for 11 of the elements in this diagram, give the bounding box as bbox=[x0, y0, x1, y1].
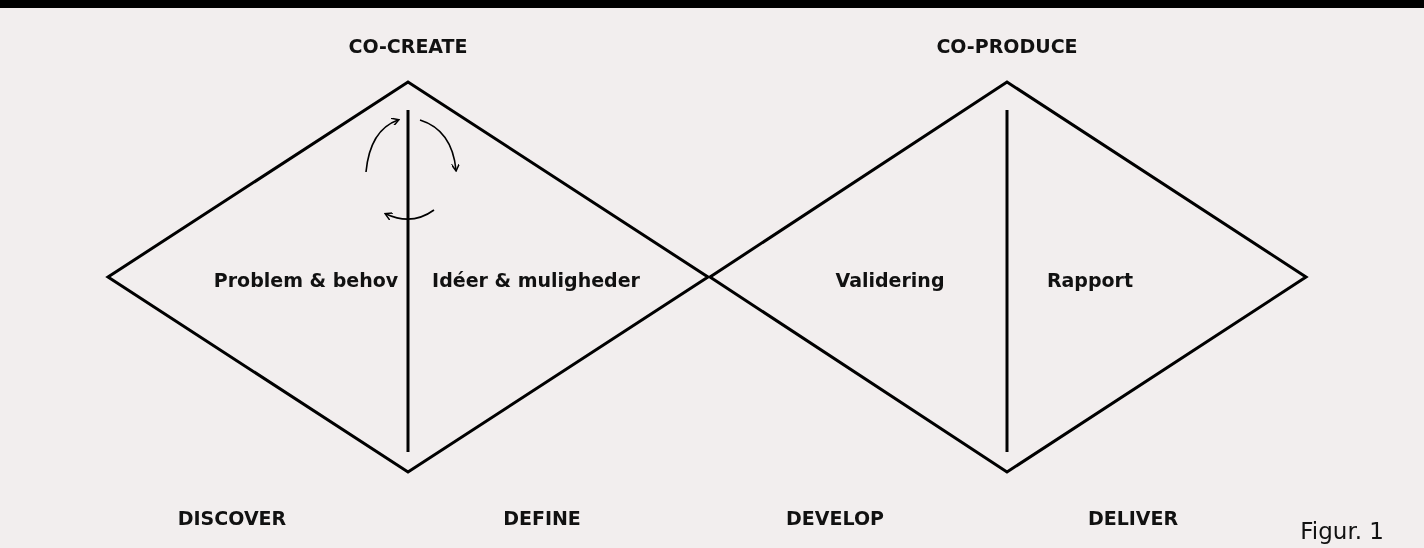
stage-label: DELIVER bbox=[1087, 507, 1179, 529]
figure-caption: Figur. 1 bbox=[1300, 518, 1384, 544]
phase-label: Problem & behov bbox=[213, 269, 399, 291]
stage-label: DEVELOP bbox=[786, 507, 884, 529]
phase-label: Idéer & muligheder bbox=[432, 269, 640, 291]
phase-heading: CO-PRODUCE bbox=[936, 35, 1078, 57]
phase-label: Validering bbox=[835, 269, 945, 291]
phase-label: Rapport bbox=[1046, 269, 1134, 291]
stage-label: DEFINE bbox=[503, 507, 581, 529]
phase-heading: CO-CREATE bbox=[348, 35, 468, 57]
stage-label: DISCOVER bbox=[177, 507, 287, 529]
